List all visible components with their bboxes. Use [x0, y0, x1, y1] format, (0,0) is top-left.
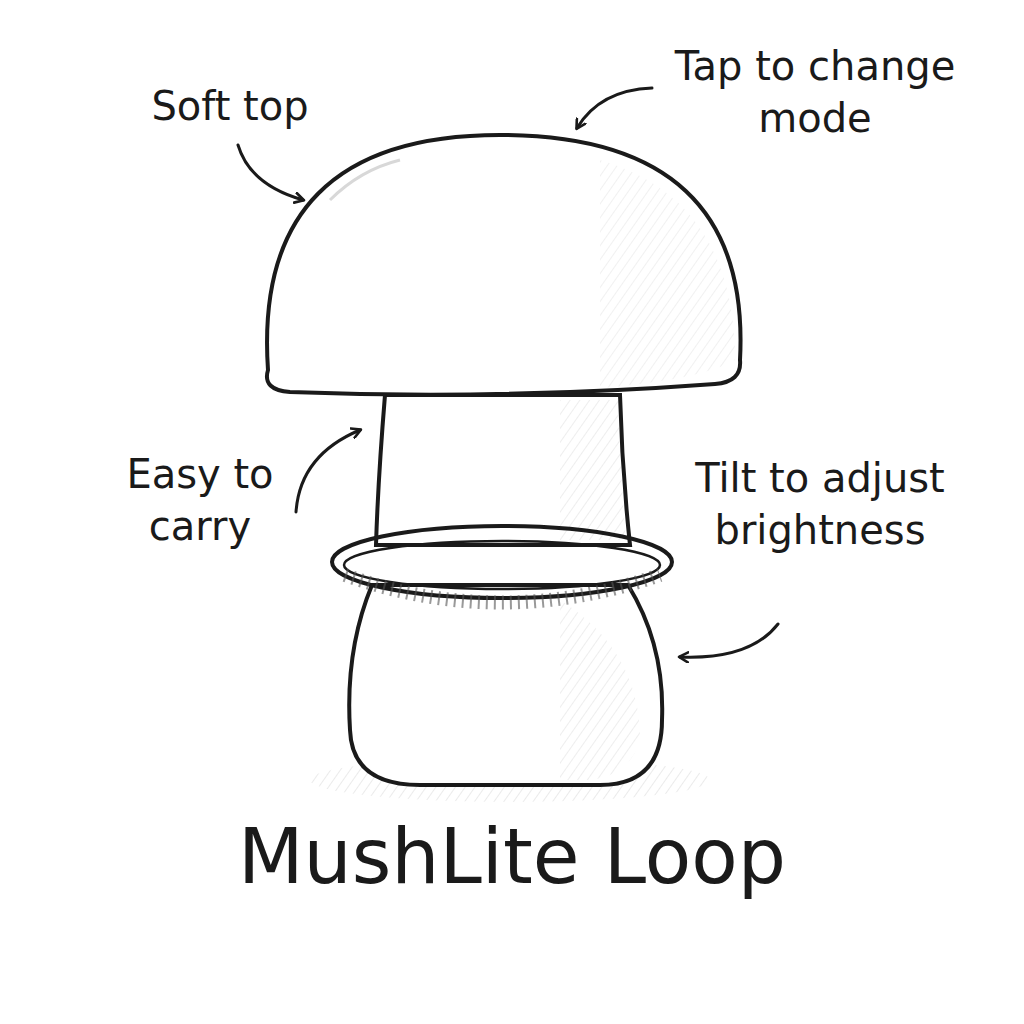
- annotation-label: Soft top: [110, 80, 350, 132]
- product-title: MushLite Loop: [238, 812, 786, 902]
- lamp-stem: [376, 395, 630, 545]
- leader-arrow: [238, 145, 303, 200]
- lamp-base: [349, 585, 662, 785]
- leader-arrow: [577, 88, 652, 128]
- soft-top-cap: [267, 135, 741, 395]
- annotation-label: Easy to carry: [100, 448, 300, 552]
- ring-ridges: [345, 575, 660, 603]
- cap-shading: [600, 160, 735, 388]
- leader-arrow: [680, 624, 778, 657]
- base-shading: [560, 600, 640, 780]
- leader-arrow: [296, 430, 360, 512]
- stem-shading: [560, 400, 626, 540]
- cap-highlight: [330, 160, 400, 200]
- annotation-label: Tilt to adjust brightness: [690, 452, 950, 556]
- annotation-label: Tap to change mode: [670, 40, 960, 144]
